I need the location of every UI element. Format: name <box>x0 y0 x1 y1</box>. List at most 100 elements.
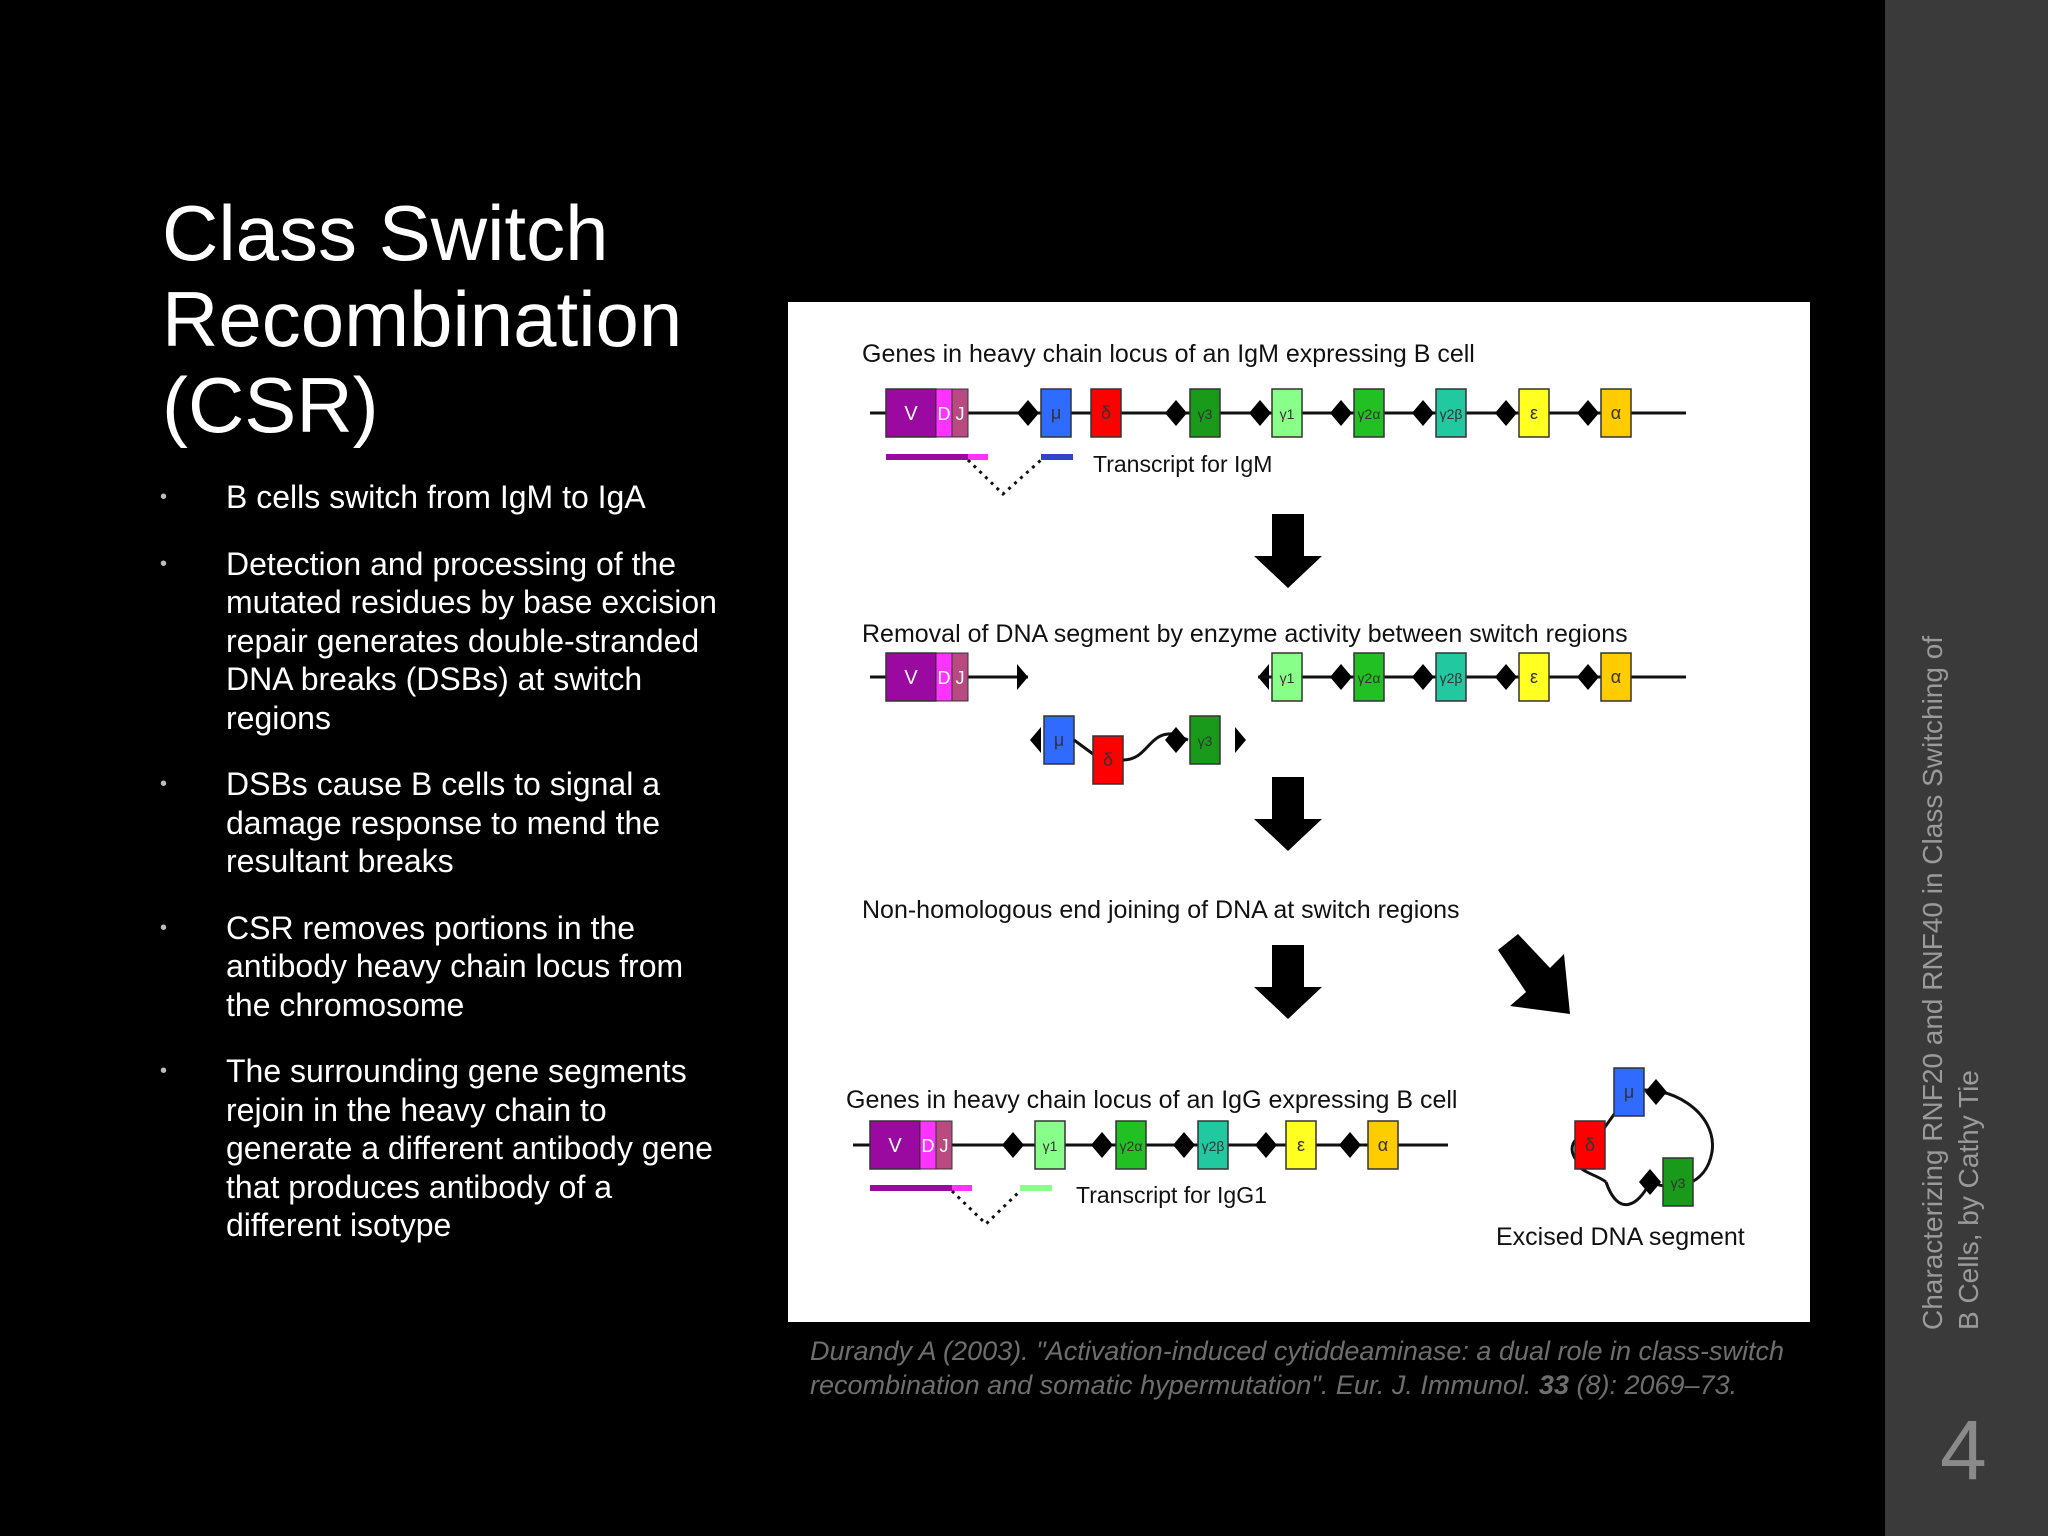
title-line: Recombination <box>162 275 683 363</box>
down-arrow <box>1254 945 1322 1019</box>
bullet-marker: • <box>160 916 168 939</box>
switch-region <box>1577 400 1599 426</box>
gene-gamma2a <box>1115 1120 1147 1170</box>
citation: Durandy A (2003). "Activation-induced cy… <box>810 1334 1790 1402</box>
switch-region <box>1173 1132 1195 1158</box>
splice-junction <box>966 458 1043 497</box>
gene-delta <box>1090 388 1122 438</box>
gene-mu <box>1043 715 1075 765</box>
gene-label: γ2β <box>1202 1138 1225 1154</box>
bullet-text: Detection and processing of the mutated … <box>226 545 717 736</box>
stage2-label: Removal of DNA segment by enzyme activit… <box>862 620 1628 648</box>
bullet-item: •Detection and processing of the mutated… <box>160 545 720 738</box>
gene-label: γ2β <box>1440 670 1463 686</box>
title-line: Class Switch <box>162 189 609 277</box>
bullet-text: CSR removes portions in the antibody hea… <box>226 909 684 1023</box>
switch-region <box>1165 400 1187 426</box>
gene-label: μ <box>1051 403 1061 423</box>
gene-label: ε <box>1530 667 1538 687</box>
switch-region-cut <box>1030 727 1041 753</box>
switch-region <box>1339 1132 1361 1158</box>
gene-gamma1 <box>1034 1120 1066 1170</box>
gene-gamma2b <box>1197 1120 1229 1170</box>
gene-V <box>885 652 937 702</box>
gene-J <box>935 1120 953 1170</box>
gene-J-label: J <box>956 668 965 688</box>
switch-region <box>1330 400 1352 426</box>
gene-label: γ2α <box>1120 1138 1143 1154</box>
gene-D-label: D <box>938 404 951 424</box>
switch-region <box>1330 664 1352 690</box>
switch-region <box>1577 664 1599 690</box>
gene-D-label: D <box>938 668 951 688</box>
gene-label: δ <box>1101 403 1111 423</box>
excised-segment-label: Excised DNA segment <box>1496 1223 1745 1251</box>
gene-gamma2a <box>1353 388 1385 438</box>
gene-D-label: D <box>922 1136 935 1156</box>
gene-label: γ2α <box>1358 406 1381 422</box>
gene-label: γ1 <box>1280 406 1295 422</box>
gene-gamma3 <box>1189 715 1221 765</box>
gene-label: δ <box>1103 750 1113 770</box>
bullet-marker: • <box>160 773 168 795</box>
gene-gamma1 <box>1271 388 1303 438</box>
diagonal-arrow <box>1498 934 1570 1014</box>
gene-V-label: V <box>904 403 918 425</box>
gene-V-label: V <box>888 1135 902 1157</box>
gene-alpha <box>1600 652 1632 702</box>
gene-epsilon <box>1518 652 1550 702</box>
gene-label: ε <box>1297 1135 1305 1155</box>
title-line: (CSR) <box>162 361 379 449</box>
bullet-marker: • <box>160 486 168 508</box>
gene-label: γ1 <box>1280 670 1295 686</box>
switch-region <box>1412 664 1434 690</box>
bullet-item: •The surrounding gene segments rejoin in… <box>160 1052 720 1245</box>
gene-label: α <box>1611 403 1621 423</box>
stage1-label: Genes in heavy chain locus of an IgM exp… <box>862 340 1475 368</box>
gene-gamma3 <box>1189 388 1221 438</box>
citation-volume: 33 <box>1538 1370 1569 1400</box>
footer-vertical-text: Characterizing RNF20 and RNF40 in Class … <box>1915 550 1987 1330</box>
switch-region <box>1639 1169 1661 1195</box>
bullet-marker: • <box>160 1060 168 1082</box>
gene-label: γ1 <box>1043 1138 1058 1154</box>
switch-region <box>1645 1079 1667 1105</box>
bullet-item: •B cells switch from IgM to IgA <box>160 478 720 517</box>
gene-label: γ2α <box>1358 670 1381 686</box>
igm-transcript-label: Transcript for IgM <box>1093 451 1272 477</box>
dna-strand <box>1073 738 1094 756</box>
gene-label: γ2β <box>1440 406 1463 422</box>
footer-line: B Cells, by Cathy Tie <box>1953 1070 1984 1330</box>
csr-diagram-figure: Genes in heavy chain locus of an IgM exp… <box>788 302 1810 1322</box>
gene-mu <box>1040 388 1072 438</box>
switch-region <box>1165 727 1187 753</box>
switch-region <box>1495 664 1517 690</box>
gene-label: γ3 <box>1198 406 1213 422</box>
citation-text-end: (8): 2069–73. <box>1568 1370 1738 1400</box>
page-number: 4 <box>1940 1403 1987 1497</box>
stage4-label: Genes in heavy chain locus of an IgG exp… <box>846 1086 1457 1114</box>
gene-alpha <box>1367 1120 1399 1170</box>
gene-label: δ <box>1585 1135 1595 1155</box>
gene-delta <box>1574 1120 1606 1170</box>
gene-gamma2b <box>1435 388 1467 438</box>
gene-gamma2a <box>1353 652 1385 702</box>
switch-region <box>1091 1132 1113 1158</box>
gene-epsilon <box>1285 1120 1317 1170</box>
gene-label: α <box>1611 667 1621 687</box>
gene-J-label: J <box>940 1136 949 1156</box>
csr-diagram: Genes in heavy chain locus of an IgM exp… <box>846 340 1745 1251</box>
switch-region-cut <box>1017 664 1028 690</box>
gene-V-label: V <box>904 667 918 689</box>
bullet-item: • DSBs cause B cells to signal a damage r… <box>160 765 720 881</box>
gene-epsilon <box>1518 388 1550 438</box>
bullet-item: • CSR removes portions in the antibody he… <box>160 909 720 1025</box>
gene-gamma1 <box>1271 652 1303 702</box>
switch-region <box>1495 400 1517 426</box>
gene-J-label: J <box>956 404 965 424</box>
bullet-text: DSBs cause B cells to signal a damage re… <box>226 766 661 879</box>
gene-mu <box>1613 1067 1645 1117</box>
down-arrow <box>1254 514 1322 588</box>
citation-text: Durandy A (2003). "Activation-induced cy… <box>810 1336 1785 1400</box>
